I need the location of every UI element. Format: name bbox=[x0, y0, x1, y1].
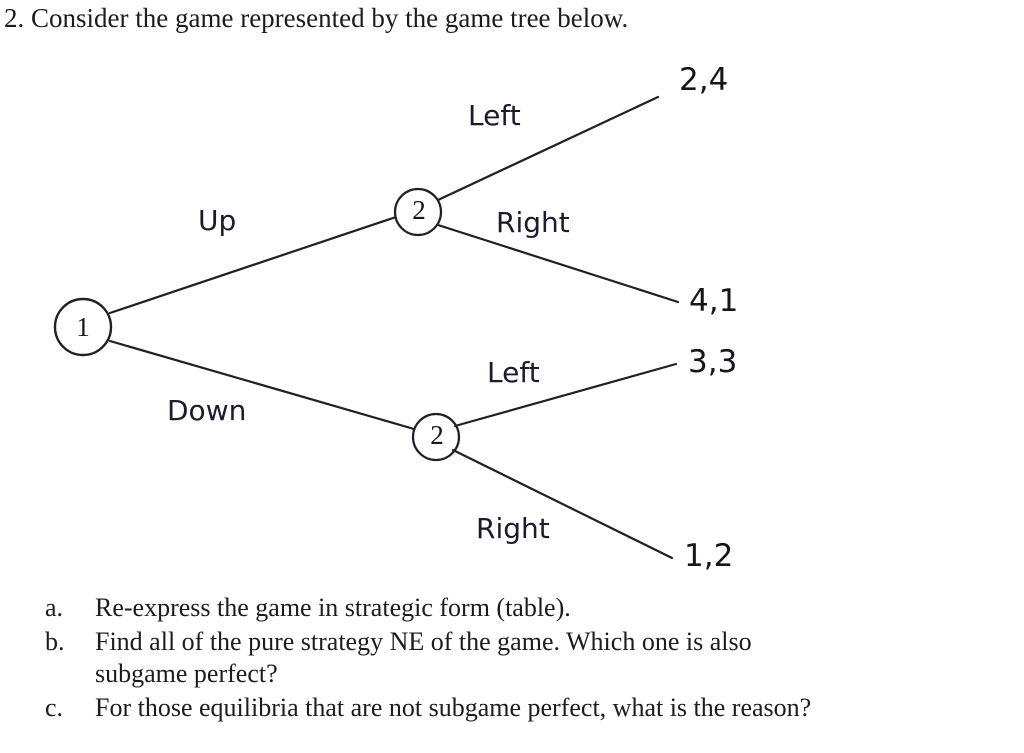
node-root-player1-label: 1 bbox=[76, 312, 90, 342]
subquestion-marker-c: c. bbox=[45, 693, 64, 722]
subquestion-text-b: Find all of the pure strategy NE of the … bbox=[95, 627, 752, 656]
edge-down bbox=[108, 339, 416, 431]
node-root-player1 bbox=[53, 297, 113, 357]
node-upper-player2-label: 2 bbox=[412, 195, 426, 225]
node-lower-player2 bbox=[411, 412, 461, 462]
node-upper-player2 bbox=[393, 187, 443, 237]
list-item: c. For those equilibria that are not sub… bbox=[0, 692, 1024, 724]
payoff-down-right: 1,2 bbox=[684, 538, 734, 574]
subquestion-marker-a: a. bbox=[45, 593, 64, 622]
subquestion-text-a: Re-express the game in strategic form (t… bbox=[95, 593, 571, 622]
subquestion-marker-b: b. bbox=[45, 627, 65, 656]
payoff-up-right: 4,1 bbox=[689, 283, 739, 319]
subquestion-text-c: For those equilibria that are not subgam… bbox=[95, 693, 812, 722]
edge-right-top bbox=[436, 223, 680, 304]
edge-left-top bbox=[436, 95, 660, 202]
edge-up bbox=[108, 215, 398, 315]
edge-label-down: Down bbox=[167, 394, 247, 427]
payoff-up-left: 2,4 bbox=[679, 62, 729, 98]
page-title: 2. Consider the game represented by the … bbox=[4, 3, 629, 33]
list-item: a. Re-express the game in strategic form… bbox=[0, 592, 1024, 624]
list-item: b. Find all of the pure strategy NE of t… bbox=[0, 626, 1024, 690]
edge-label-up: Up bbox=[198, 204, 237, 237]
subquestion-text-b-continued: subgame perfect? bbox=[95, 659, 278, 688]
game-tree-diagram: 1 2 2 Up Down Left Right Left Right 2,4 … bbox=[0, 45, 1024, 590]
edge-label-left-upper: Left bbox=[468, 99, 521, 132]
payoff-down-left: 3,3 bbox=[688, 344, 738, 380]
edge-left-bot bbox=[453, 362, 678, 428]
edge-label-right-upper: Right bbox=[496, 206, 570, 239]
subquestion-list: a. Re-express the game in strategic form… bbox=[0, 592, 1024, 726]
game-tree-svg bbox=[53, 95, 680, 560]
edge-label-left-lower: Left bbox=[487, 356, 540, 389]
edge-label-right-lower: Right bbox=[476, 512, 550, 545]
node-lower-player2-label: 2 bbox=[430, 420, 444, 450]
edge-right-bot bbox=[451, 448, 674, 560]
